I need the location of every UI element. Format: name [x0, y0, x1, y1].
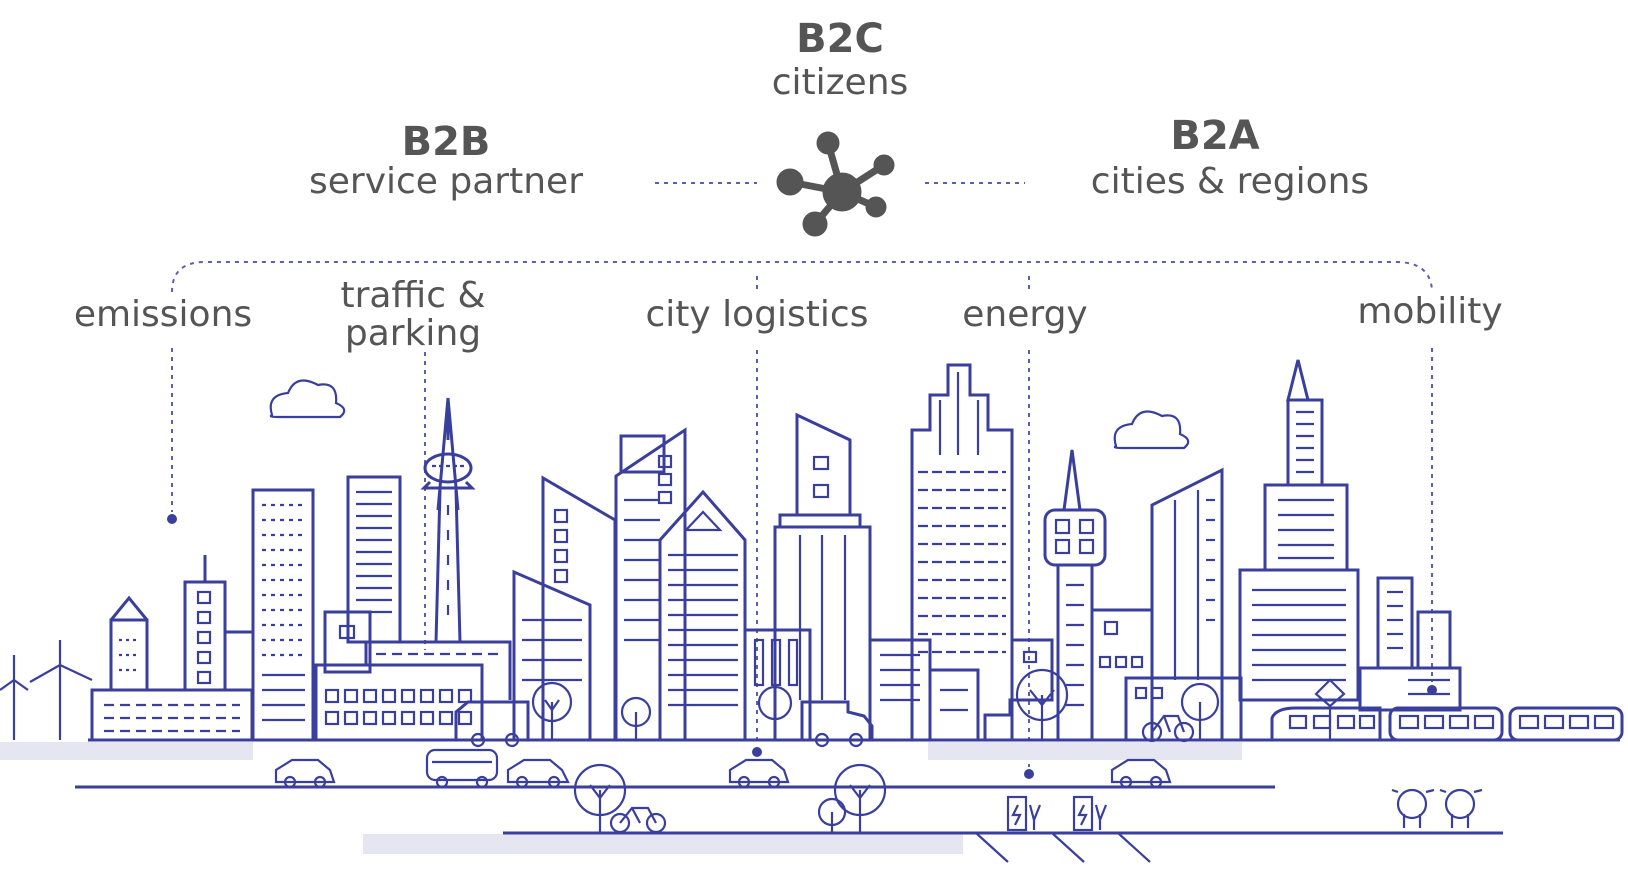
b2b-title: B2B [402, 119, 491, 165]
b2c-title: B2C [796, 16, 884, 62]
b2a-title: B2A [1170, 113, 1259, 159]
topic-traffic-line1: traffic & [340, 275, 485, 316]
b2c-label: B2C citizens [772, 16, 909, 103]
topic-emissions: emissions [74, 294, 252, 335]
topic-traffic-line2: parking [345, 313, 481, 354]
b2a-subtitle: cities & regions [1091, 161, 1369, 202]
network-hub-icon [776, 131, 895, 237]
city-skyline-icon [0, 359, 1624, 863]
topic-droplines [167, 276, 1437, 779]
topic-mobility: mobility [1357, 291, 1502, 332]
b2b-subtitle: service partner [309, 161, 583, 202]
b2a-label: B2A cities & regions [1091, 113, 1369, 202]
topic-energy: energy [962, 294, 1087, 335]
topic-city-logistics: city logistics [646, 294, 869, 335]
b2b-label: B2B service partner [309, 119, 583, 202]
b2c-subtitle: citizens [772, 62, 909, 103]
